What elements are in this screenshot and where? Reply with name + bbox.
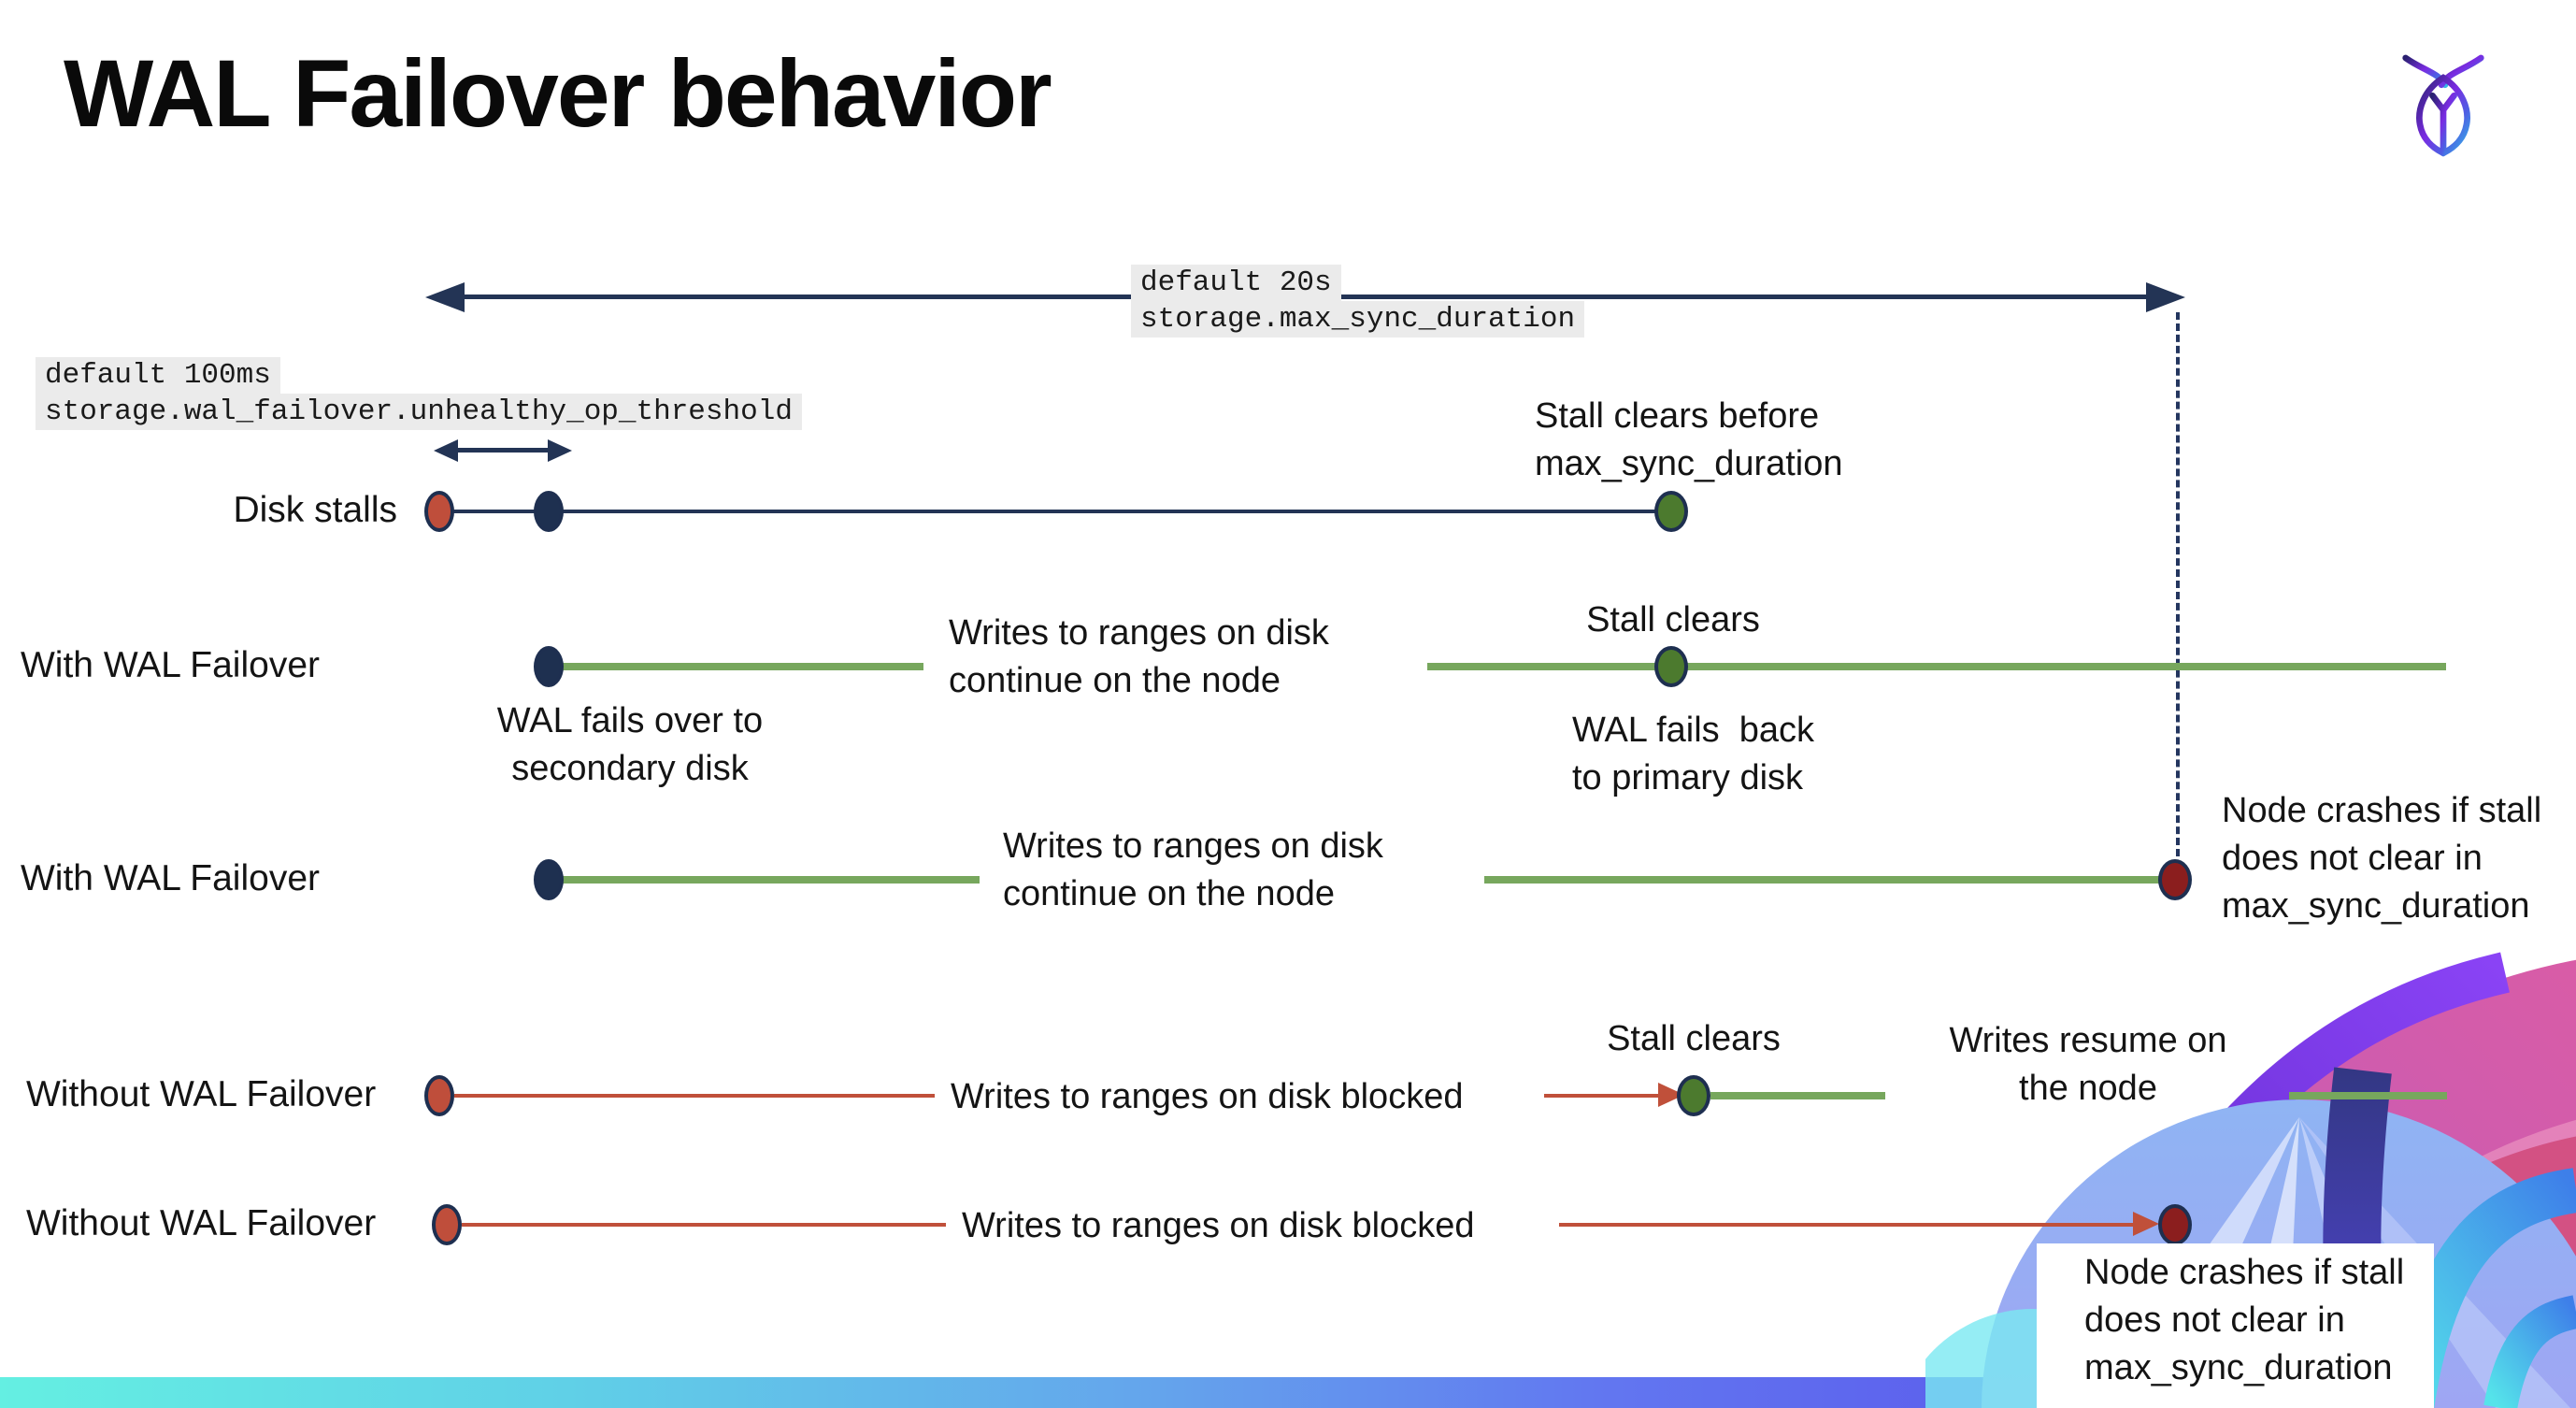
disk-stall-timeline [439, 510, 1671, 513]
annotation-node-crashes-1: Node crashes if stall does not clear in … [2222, 791, 2542, 926]
failover-dot [534, 859, 564, 900]
writes-blocked-line [454, 1094, 935, 1098]
annotation-node-crashes-2: Node crashes if stall does not clear in … [2084, 1253, 2405, 1387]
writes-blocked-line [1559, 1223, 2133, 1227]
writes-resume-line [2289, 1092, 2447, 1099]
threshold-dot [534, 491, 564, 532]
stall-clears-dot [1677, 1075, 1710, 1116]
annotation-wal-fails-over: WAL fails over to secondary disk [496, 701, 764, 788]
stall-start-dot [424, 1075, 454, 1116]
arrowhead-right-icon [2133, 1212, 2159, 1236]
arrowhead-right-icon [548, 439, 572, 462]
callout-max-sync-default: default 20s [1131, 265, 1341, 301]
writes-resume-line [1710, 1092, 1885, 1099]
row-label-without-wal-failover-1: Without WAL Failover [26, 1074, 377, 1114]
threshold-span-line [456, 448, 548, 453]
stall-clears-dot [1654, 646, 1688, 687]
stall-clears-dot [1654, 491, 1688, 532]
annotation-writes-resume: Writes resume on the node [1949, 1021, 2227, 1108]
annotation-writes-blocked-1: Writes to ranges on disk blocked [951, 1077, 1464, 1116]
stall-start-dot [432, 1204, 462, 1245]
failover-dot [534, 646, 564, 687]
callout-max-sync-setting: storage.max_sync_duration [1131, 301, 1585, 338]
node-crash-dot [2158, 859, 2192, 900]
arrowhead-left-icon [434, 439, 458, 462]
node-crash-dot [2158, 1204, 2192, 1245]
annotation-wal-fails-back: WAL fails back to primary disk [1572, 711, 1815, 797]
writes-continue-line [1427, 663, 2446, 670]
callout-threshold-default: default 100ms [36, 357, 280, 394]
annotation-stall-clears-1: Stall clears [1586, 600, 1760, 639]
arrowhead-left-icon [425, 282, 465, 312]
annotation-stall-clears-2: Stall clears [1607, 1019, 1781, 1058]
cockroachdb-logo-icon [2402, 54, 2484, 157]
callout-threshold-setting: storage.wal_failover.unhealthy_op_thresh… [36, 394, 802, 430]
annotation-writes-continue-2: Writes to ranges on disk continue on the… [1003, 826, 1383, 913]
arrowhead-right-icon [2146, 282, 2185, 312]
row-label-with-wal-failover-2: With WAL Failover [21, 858, 320, 898]
annotation-writes-continue-1: Writes to ranges on disk continue on the… [949, 613, 1329, 700]
node-crash-label-box [2037, 1243, 2434, 1408]
writes-continue-line [561, 876, 980, 884]
writes-continue-line [1484, 876, 2173, 884]
row-label-with-wal-failover-1: With WAL Failover [21, 645, 320, 685]
max-sync-deadline-dashed-line [2176, 312, 2180, 856]
writes-blocked-line [462, 1223, 946, 1227]
annotation-writes-blocked-2: Writes to ranges on disk blocked [962, 1206, 1475, 1245]
stall-start-dot [424, 491, 454, 532]
row-label-without-wal-failover-2: Without WAL Failover [26, 1203, 377, 1243]
row-label-disk-stalls: Disk stalls [233, 490, 397, 530]
slide-title: WAL Failover behavior [64, 40, 1052, 147]
writes-blocked-line [1544, 1094, 1658, 1098]
writes-continue-line [561, 663, 923, 670]
annotation-stall-clears-before: Stall clears before max_sync_duration [1535, 396, 1843, 483]
